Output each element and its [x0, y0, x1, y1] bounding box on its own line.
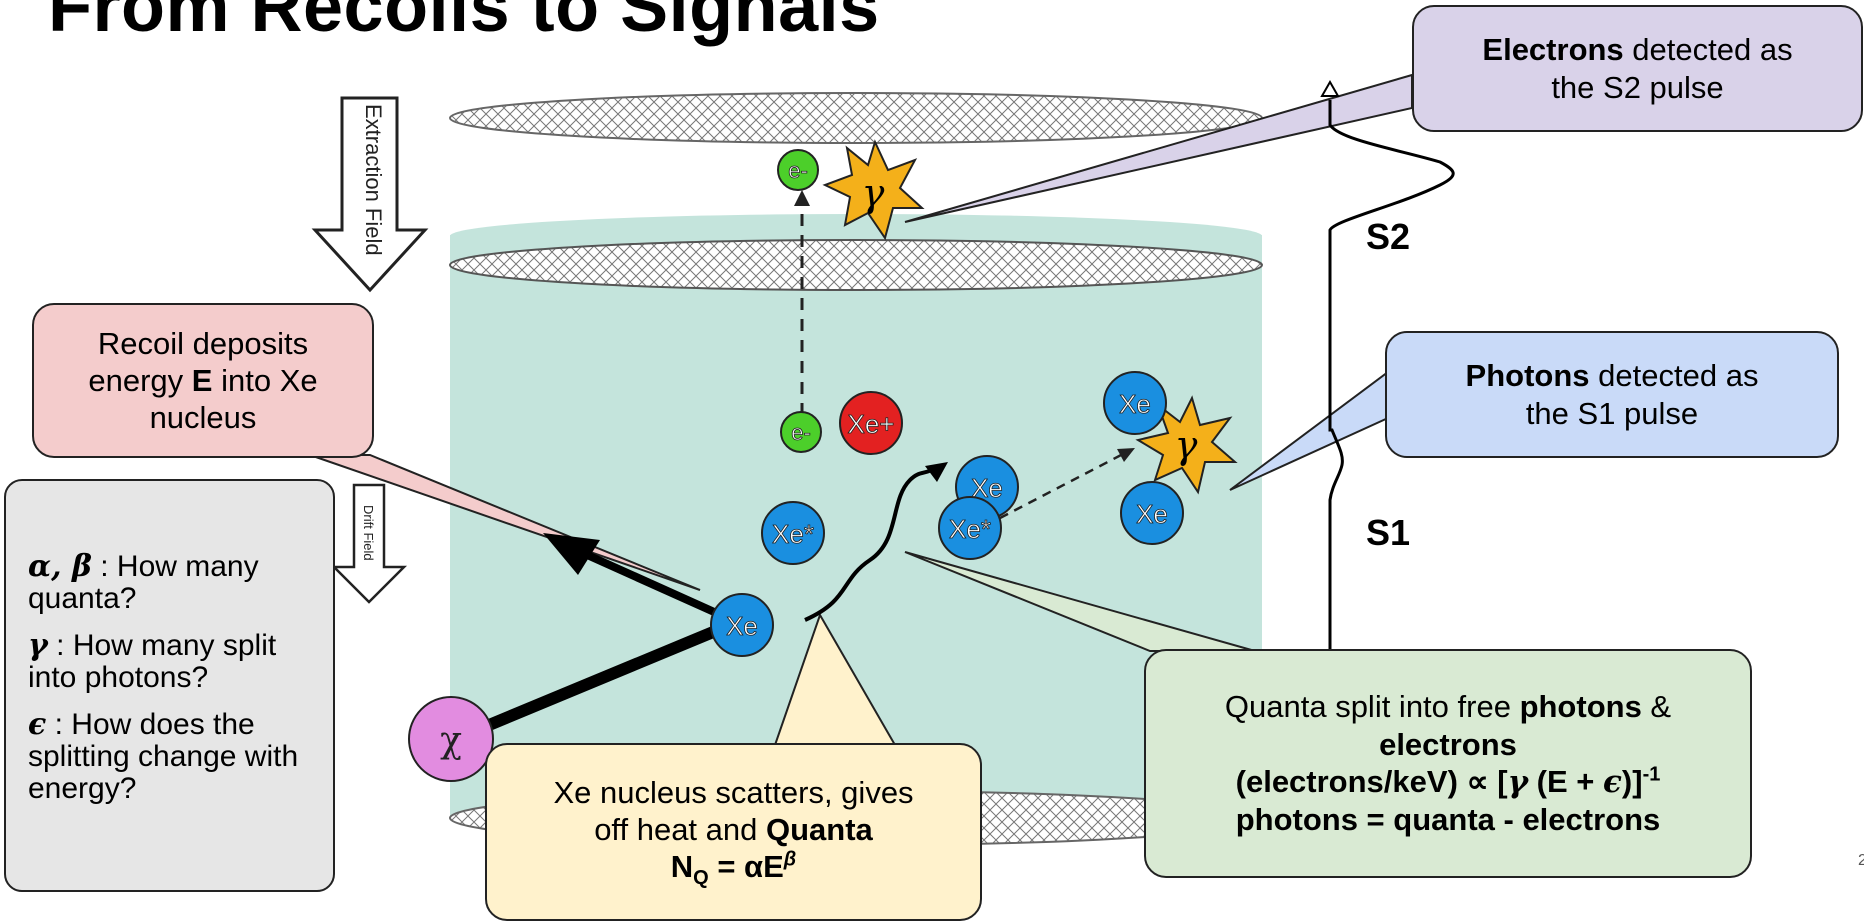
quanta-line-4: photons = quanta - electrons — [1235, 802, 1661, 838]
parameter-questions-box: α, β : How many quanta? γ : How many spl… — [4, 479, 335, 892]
photons-callout: Photons detected as the S1 pulse — [1385, 331, 1839, 458]
electrons-callout: Electrons detected as the S2 pulse — [1412, 5, 1863, 132]
question-alpha-beta: α, β : How many quanta? — [28, 549, 259, 616]
xe-atom-3: Xe — [1120, 481, 1184, 545]
incoming-wimp-track — [462, 619, 733, 741]
slide-title: From Recoils to Signals — [48, 0, 880, 47]
waveform-trace — [1320, 79, 1455, 660]
page-number: 2 — [1858, 852, 1864, 869]
recoil-line-3: nucleus — [149, 400, 257, 436]
xe-line-1: Xe nucleus scatters, gives — [553, 774, 914, 810]
gate-grid — [449, 239, 1263, 291]
recoil-arrowhead — [543, 533, 600, 575]
photon-symbol-top: γ — [862, 171, 885, 215]
svg-text:Xe: Xe — [971, 473, 1003, 503]
xe-line-2: off heat and Quanta — [594, 811, 873, 847]
drift-field-label: Drift Field — [361, 505, 376, 561]
s1-pulse-label: S1 — [1366, 512, 1411, 553]
xe-excited-right: Xe* — [938, 496, 1002, 560]
drift-field-arrow: Drift Field — [330, 483, 408, 604]
xe-ion: Xe+ — [839, 391, 903, 455]
svg-text:Xe: Xe — [1119, 389, 1151, 419]
xe-line-3: NQ = αEβ — [670, 848, 797, 890]
photon-symbol-right: γ — [1175, 423, 1198, 467]
waveform-axis-arrowhead — [1320, 79, 1340, 97]
svg-text:Xe: Xe — [726, 611, 758, 641]
photon-star-top: γ — [822, 139, 925, 241]
xe-recoil-nucleus: Xe — [710, 593, 774, 657]
heat-path-arrowhead — [925, 462, 948, 482]
electrons-line-1: Electrons detected as — [1482, 32, 1793, 68]
wimp-particle: χ — [408, 696, 494, 782]
recoil-line-1: Recoil deposits — [97, 325, 309, 361]
electron-mid: e- — [780, 411, 822, 453]
quanta-line-3: (electrons/keV) ∝ [γ (E + ϵ)]-1 — [1235, 763, 1661, 801]
photons-line-2: the S1 pulse — [1525, 395, 1699, 431]
xe-excited-left: Xe* — [761, 501, 825, 565]
recoil-direction-arrow — [563, 541, 734, 624]
xe-scatter-callout: Xe nucleus scatters, gives off heat and … — [485, 743, 982, 921]
svg-text:Xe*: Xe* — [772, 519, 814, 549]
extraction-field-label: Extraction Field — [361, 104, 386, 256]
svg-text:e-: e- — [791, 420, 811, 445]
extraction-field-arrow: Extraction Field — [311, 96, 429, 293]
anode-grid — [449, 92, 1263, 144]
s2-pulse-label: S2 — [1366, 216, 1411, 257]
heat-path — [804, 466, 937, 622]
recoil-callout: Recoil deposits energy E into Xe nucleus — [32, 303, 374, 458]
electrons-line-2: the S2 pulse — [1551, 69, 1724, 105]
photons-line-1: Photons detected as — [1465, 358, 1759, 394]
recoil-line-2: energy E into Xe — [88, 362, 318, 398]
photon-path-arrowhead — [1117, 448, 1135, 462]
xe-atom-2: Xe — [1103, 371, 1167, 435]
quanta-split-callout: Quanta split into free photons & electro… — [1144, 649, 1752, 878]
svg-text:Xe+: Xe+ — [848, 409, 895, 439]
question-gamma: γ : How many split into photons? — [28, 627, 277, 695]
question-epsilon: ϵ : How does the splitting change with e… — [28, 706, 299, 806]
svg-text:Xe*: Xe* — [949, 514, 991, 544]
quanta-line-2: electrons — [1379, 726, 1517, 762]
electron-top: e- — [777, 149, 819, 191]
svg-text:χ: χ — [440, 720, 462, 761]
svg-text:e-: e- — [788, 158, 808, 183]
photon-path — [999, 451, 1126, 520]
svg-text:Xe: Xe — [1136, 499, 1168, 529]
electron-drift-arrowhead — [794, 190, 810, 206]
quanta-line-1: Quanta split into free photons & — [1224, 689, 1672, 725]
